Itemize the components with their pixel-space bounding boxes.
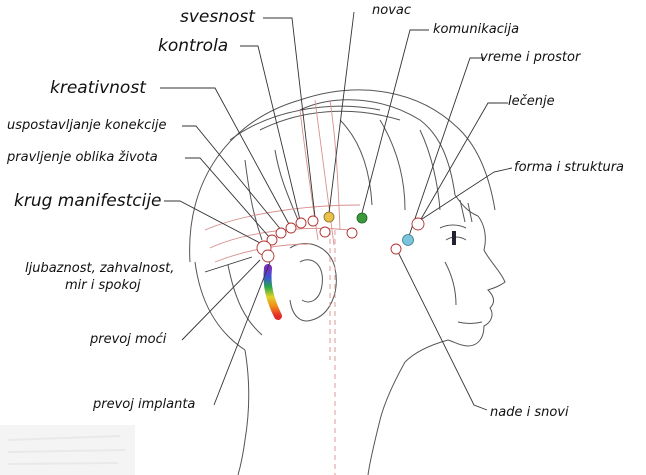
label-komunikacija: komunikacija (433, 22, 519, 37)
point-grid1 (320, 227, 330, 237)
point-nade (391, 244, 401, 254)
leader-lines (160, 12, 512, 410)
point-grid2 (347, 228, 357, 238)
forma-dot (403, 235, 414, 246)
label-prevoj-implanta: prevoj implanta (93, 397, 195, 412)
label-svesnost: svesnost (180, 7, 255, 27)
label-ljubaznost-line1: ljubaznost, zahvalnost, (25, 261, 174, 276)
point-svesnost (308, 216, 318, 226)
point-circles (257, 216, 424, 262)
label-forma-i-struktura: forma i struktura (514, 160, 624, 175)
skull-grid (205, 100, 360, 475)
point-kontrola (296, 218, 306, 228)
label-krug-manifestcije: krug manifestcije (14, 191, 162, 211)
label-ljubaznost-line2: mir i spokoj (65, 278, 141, 293)
komunikacija-dot (357, 213, 367, 223)
label-lecenje: lečenje (508, 94, 555, 109)
point-kreativnost (286, 223, 296, 233)
eye-mark (452, 231, 456, 245)
label-uspostavljanje-konekcije: uspostavljanje konekcije (7, 118, 167, 133)
label-nade-i-snovi: nade i snovi (490, 405, 569, 420)
point-vreme (412, 218, 424, 230)
label-pravljenje-oblika-zivota: pravljenje oblika života (7, 150, 158, 165)
background-paper (0, 425, 135, 475)
point-ljubaznost (262, 250, 274, 262)
head-outline (190, 90, 505, 475)
rainbow-strip (267, 268, 278, 316)
label-kontrola: kontrola (158, 36, 228, 56)
label-kreativnost: kreativnost (50, 78, 146, 98)
point-konekcija (276, 228, 286, 238)
label-novac: novac (372, 3, 411, 18)
label-vreme-i-prostor: vreme i prostor (480, 50, 580, 65)
label-prevoj-moci: prevoj moći (90, 332, 166, 347)
novac-dot (324, 212, 334, 222)
